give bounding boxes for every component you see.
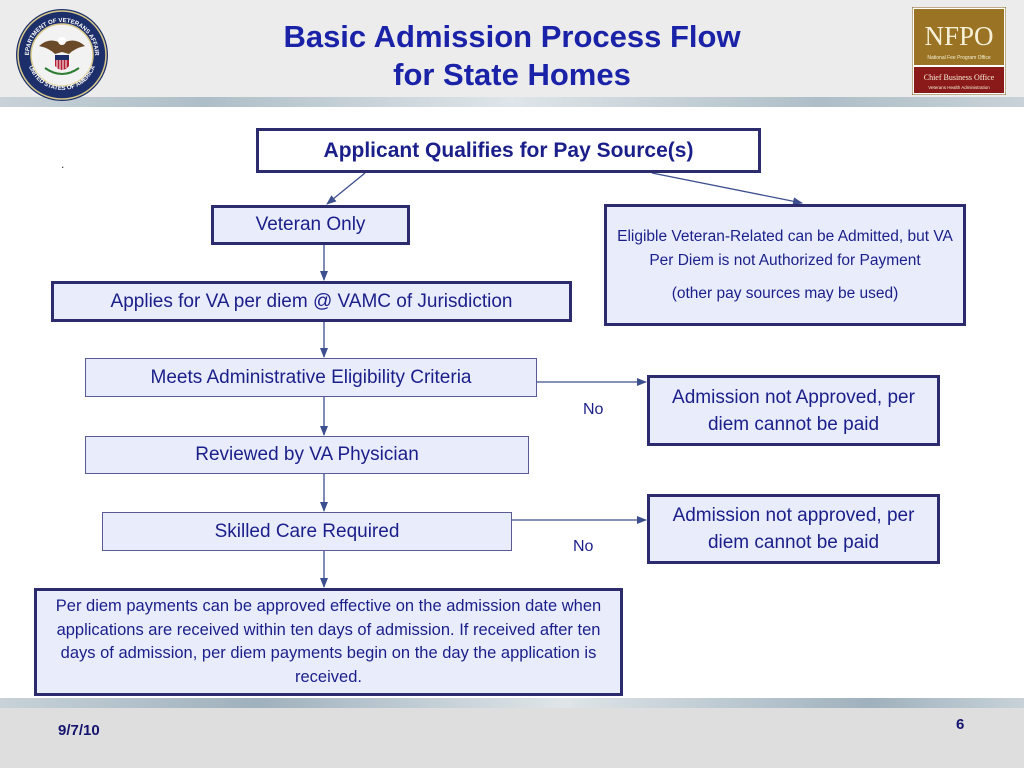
svg-text:Veterans Health Administration: Veterans Health Administration [928, 85, 990, 90]
title-line-2: for State Homes [393, 57, 631, 92]
no-label-1: No [583, 401, 604, 418]
footer-divider [0, 698, 1024, 708]
per-diem-box: Per diem payments can be approved effect… [34, 588, 623, 696]
header-divider [0, 97, 1024, 107]
title-line-1: Basic Admission Process Flow [283, 19, 741, 54]
qualifies-box: Applicant Qualifies for Pay Source(s) [256, 128, 761, 173]
eligible-related-box: Eligible Veteran-Related can be Admitted… [604, 204, 966, 326]
reviewed-box: Reviewed by VA Physician [85, 436, 529, 474]
slide-title: Basic Admission Process Flow for State H… [212, 18, 812, 94]
applies-box: Applies for VA per diem @ VAMC of Jurisd… [51, 281, 572, 322]
header-bar [0, 0, 1024, 100]
arrow-qualifies-to-eligible [651, 172, 803, 206]
other-sources-text: (other pay sources may be used) [671, 284, 899, 302]
footer-bar [0, 708, 1024, 768]
va-seal-logo: DEPARTMENT OF VETERANS AFFAIRS UNITED ST… [15, 8, 108, 101]
page-number: 6 [956, 716, 965, 733]
svg-text:National Fee Program Office: National Fee Program Office [927, 55, 990, 61]
skilled-care-box: Skilled Care Required [102, 512, 512, 551]
stray-mark: . [61, 157, 65, 171]
not-approved-box-1: Admission not Approved, per diem cannot … [647, 375, 940, 446]
meets-criteria-box: Meets Administrative Eligibility Criteri… [85, 358, 537, 397]
svg-text:NFPO: NFPO [924, 21, 993, 51]
no-label-2: No [573, 538, 594, 555]
nfpo-logo: NFPO National Fee Program Office Chief B… [912, 7, 1006, 95]
veteran-only-box: Veteran Only [211, 205, 410, 245]
not-approved-box-2: Admission not approved, per diem cannot … [647, 494, 940, 564]
slide-date: 9/7/10 [58, 722, 100, 739]
eligible-related-text: Eligible Veteran-Related can be Admitted… [617, 227, 953, 269]
svg-text:Chief Business Office: Chief Business Office [924, 73, 995, 82]
arrow-qualifies-to-veteran [326, 172, 366, 205]
